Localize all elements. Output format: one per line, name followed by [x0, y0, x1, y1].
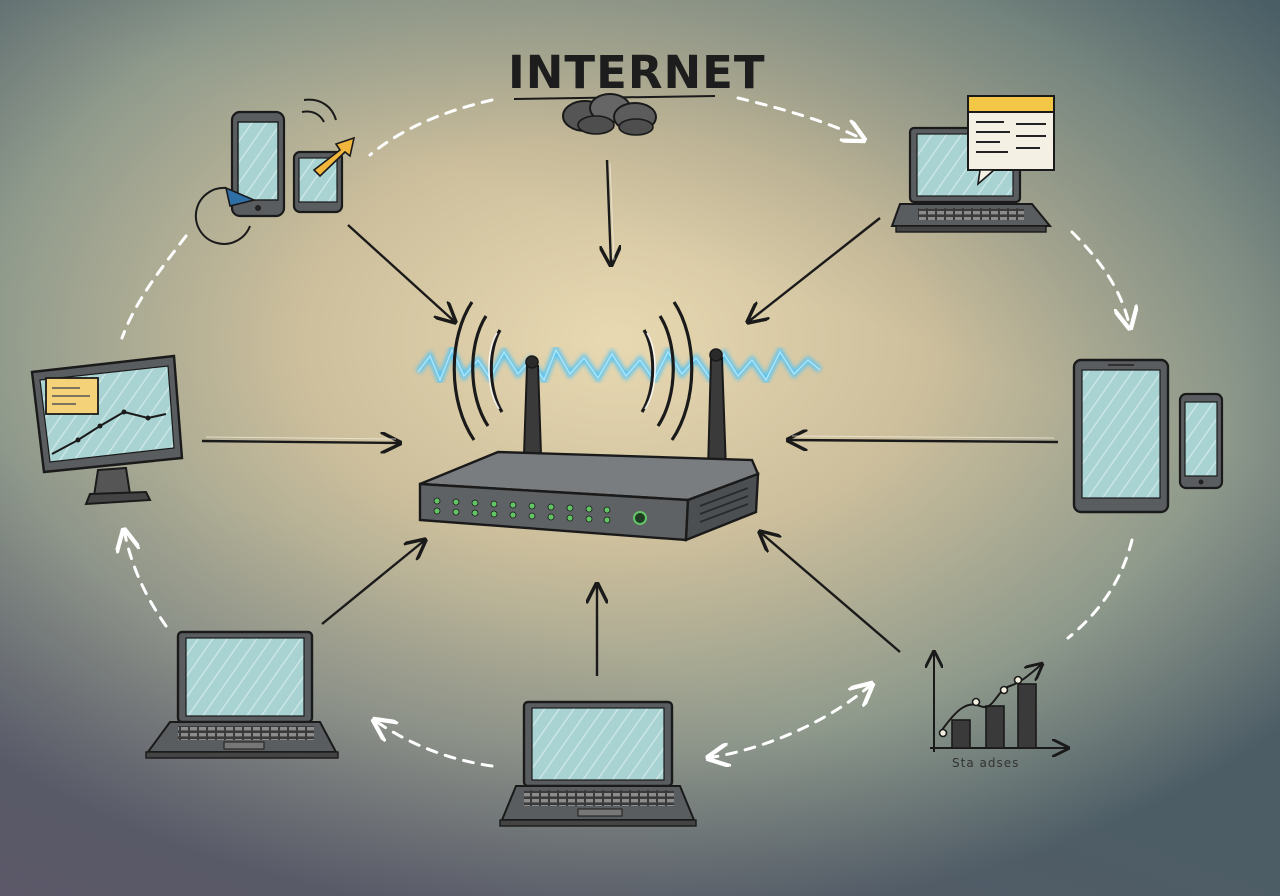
arrow-phones-router: [347, 224, 455, 322]
dashed-laptop-monitor: [124, 530, 168, 628]
document-popup-icon: [967, 95, 1055, 187]
bar-chart-icon: [930, 652, 1068, 752]
router-leds: [433, 497, 611, 524]
monitor-icon: [30, 354, 184, 506]
dashed-laptopbc-laptopbl: [374, 720, 494, 768]
phone-tablet-group: [194, 98, 356, 245]
arrow-chart-router: [760, 532, 901, 653]
dashed-laptopbc-chart: [708, 684, 872, 758]
tablet-phone-right: [1072, 358, 1224, 514]
laptop-bottom-center: [499, 700, 697, 827]
solid-arrows: [201, 159, 1059, 676]
laptop-with-document: [890, 95, 1055, 233]
wifi-arcs-left: [452, 301, 504, 441]
router-icon: [418, 348, 760, 542]
signal-waves-icon: [301, 98, 337, 123]
arrow-monitor-router: [201, 441, 400, 443]
stats-caption: Sta adses: [952, 756, 1020, 770]
desktop-monitor: [30, 354, 184, 506]
tablet-icon: [1072, 358, 1170, 514]
arrow-laptop-bl-router: [321, 540, 425, 625]
phone-icon: [230, 110, 286, 218]
statistics-chart: [930, 652, 1068, 752]
arrow-internet-router: [607, 159, 611, 265]
power-led: [633, 511, 647, 525]
internet-cloud: [513, 93, 716, 136]
arrow-tablet-router: [788, 440, 1059, 442]
laptop-icon: [499, 700, 697, 827]
pie-chart-icon: [194, 186, 257, 245]
laptop-icon: [145, 630, 339, 759]
diagram-title: INTERNET: [508, 46, 766, 99]
dashed-phones-monitor: [120, 234, 188, 340]
dashed-ring: [120, 96, 1134, 768]
phone-icon: [1178, 392, 1224, 490]
cloud-icon: [562, 93, 657, 136]
arrow-laptop-doc-router: [748, 217, 881, 322]
dashed-tablet-chart: [1066, 538, 1134, 640]
dashed-internet-phones: [368, 98, 494, 157]
dashed-laptop-tablet: [1070, 230, 1130, 328]
router: [418, 348, 760, 542]
share-arrow-icon: [312, 136, 356, 178]
laptop-bottom-left: [145, 630, 339, 759]
dashed-internet-laptop: [736, 96, 864, 140]
wifi-signal: [415, 301, 822, 441]
wifi-arcs-right: [640, 301, 694, 441]
